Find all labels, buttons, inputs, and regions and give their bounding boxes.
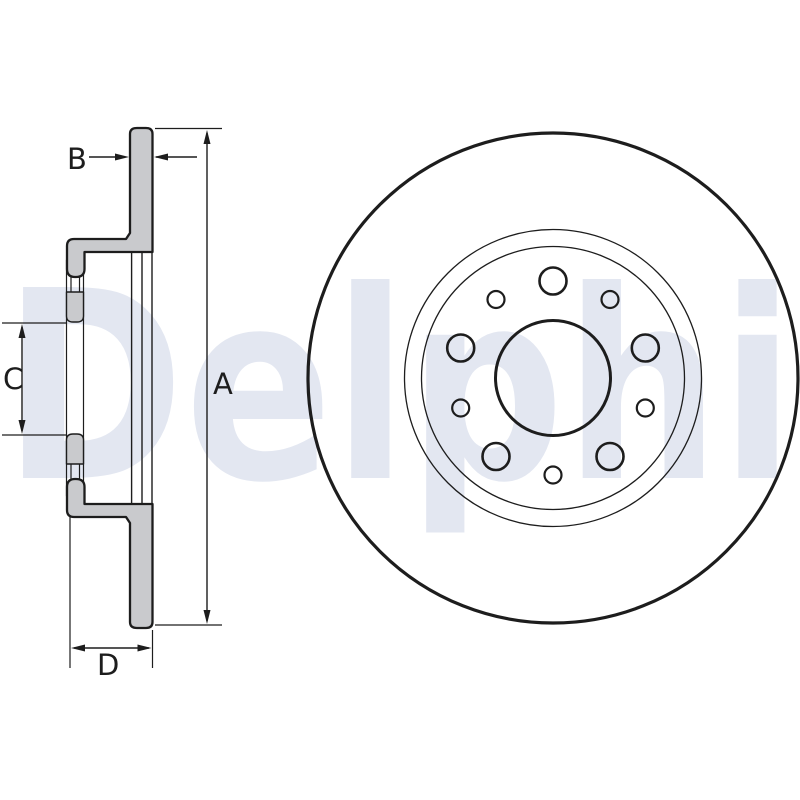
arrow-a-down [203,610,211,624]
small-hole [600,289,620,310]
cross-section-view [65,126,154,630]
bolt-hole [481,441,511,472]
dimension-a [155,127,222,626]
hat-section-bottom [65,477,154,630]
hat-section-top [65,126,154,279]
arrow-c-up [18,324,26,338]
arrow-b-left [115,153,129,161]
bolt-hole [595,441,625,472]
small-hole [451,398,471,418]
center-bore [494,319,612,437]
arrow-d-left [71,644,85,652]
disc-outer-circle [306,131,800,625]
hub-ring-outer [403,228,703,528]
disc-projection-lines [130,251,153,505]
dimension-label-b: B [67,142,87,176]
dimension-label-c: C [3,362,23,396]
dimension-annotations [2,127,222,668]
bolt-hole [538,266,568,296]
dimension-c [2,322,66,436]
dimension-arrowheads [18,130,211,652]
section-gray-fills [65,126,154,630]
dimension-label-a: A [213,367,233,401]
dimension-label-d: D [97,648,119,682]
small-hole [635,398,655,418]
front-view [306,131,800,625]
hub-stud-block-top [65,291,85,323]
bolt-holes-small [451,289,655,485]
bolt-holes-large [445,266,661,472]
dimension-d [69,517,154,668]
arrow-a-up [203,130,211,144]
bolt-hole [630,333,661,363]
arrow-b-right [154,153,168,161]
hub-stud-block-bottom [65,433,85,465]
dimension-labels: B A C D [3,142,233,682]
arrow-c-down [18,420,26,434]
small-hole [486,289,506,310]
bolt-hole [445,333,476,363]
small-hole [543,465,563,485]
arrow-d-right [137,644,152,652]
delphi-watermark: Delphi [3,235,795,540]
hub-ring-inner [420,245,686,511]
